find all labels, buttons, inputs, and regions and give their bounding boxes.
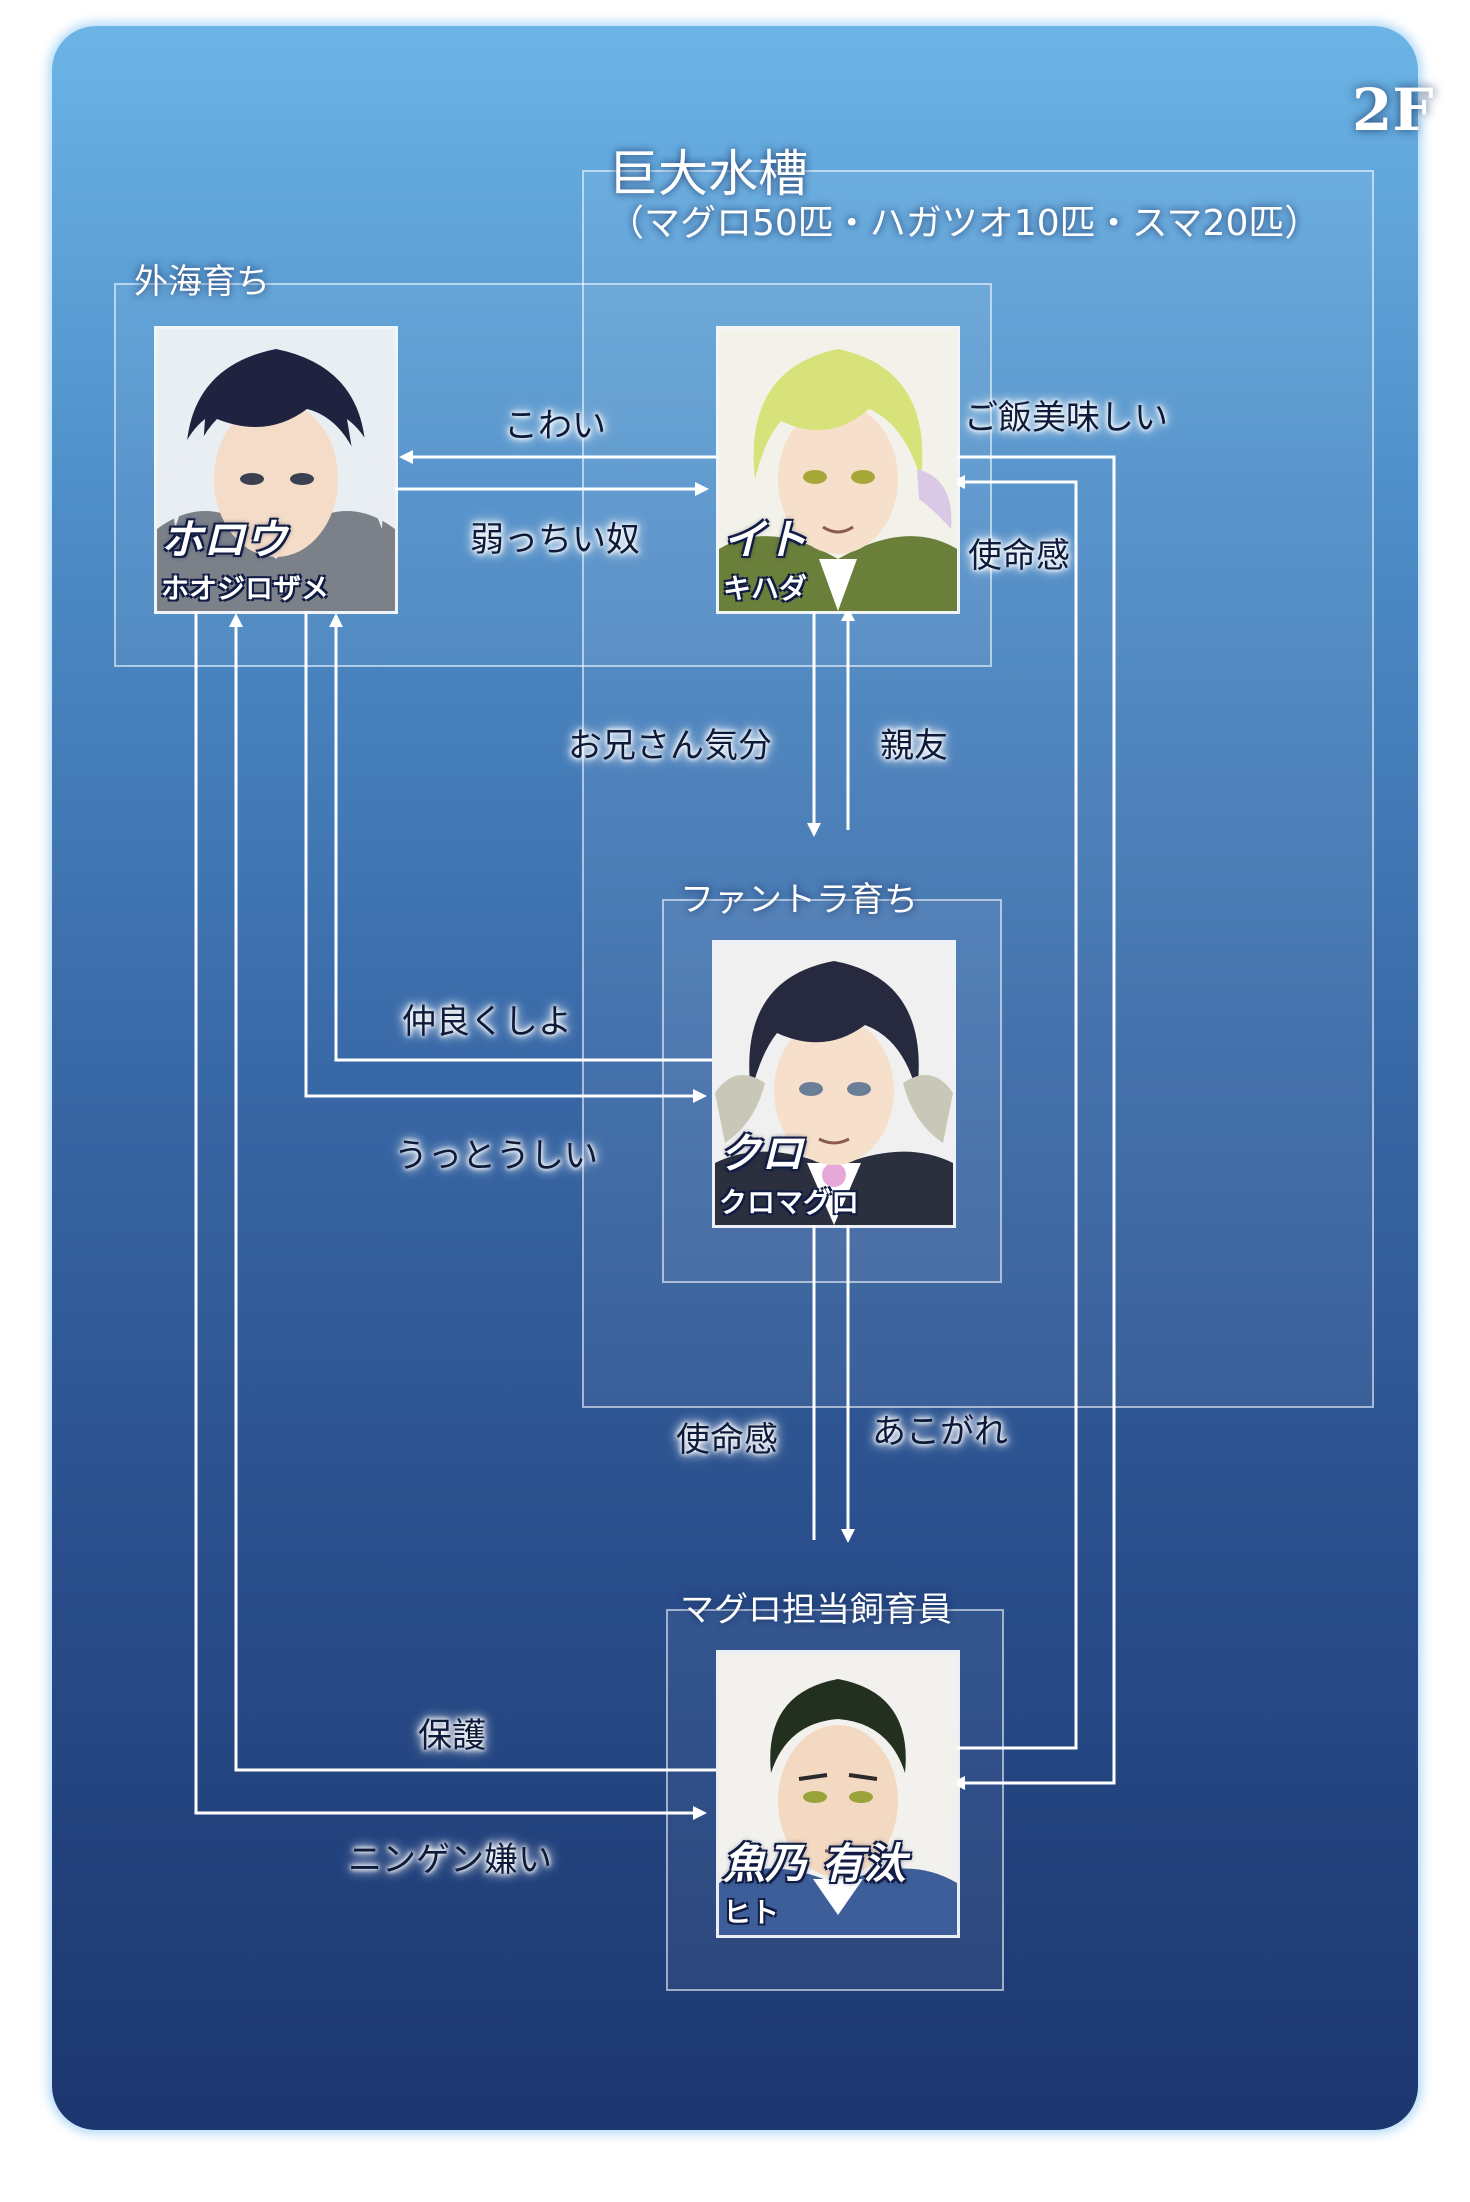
label-kuro-to-ito: 親友 bbox=[880, 726, 948, 766]
arrow-horou-to-uono bbox=[194, 606, 707, 1820]
label-uono-to-horou: 保護 bbox=[418, 1716, 486, 1756]
label-horou-to-kuro: うっとうしい bbox=[394, 1136, 598, 1176]
horou-name: ホロウ bbox=[161, 515, 288, 564]
arrow-uono-to-ito bbox=[951, 475, 1078, 1750]
group-tank-subtitle: （マグロ50匹・ハガツオ10匹・スマ20匹） bbox=[608, 203, 1321, 244]
label-ito-to-horou: こわい bbox=[504, 406, 606, 446]
label-uono-to-kuro: 使命感 bbox=[676, 1420, 778, 1460]
label-horou-to-ito: 弱っちい奴 bbox=[470, 520, 640, 560]
relationship-chart-card: 2F 巨大水槽 （マグロ50匹・ハガツオ10匹・スマ20匹） 外海育ち ファント… bbox=[52, 26, 1434, 2130]
label-kuro-to-horou: 仲良くしよ bbox=[402, 1002, 572, 1042]
portrait-ito: イト キハダ bbox=[716, 326, 960, 614]
uono-illustration bbox=[719, 1653, 957, 1935]
arrow-kuro-to-horou bbox=[329, 613, 712, 1062]
label-uono-to-ito: 使命感 bbox=[968, 536, 1070, 576]
label-ito-to-uono: ご飯美味しい bbox=[964, 398, 1168, 438]
ito-name: イト bbox=[723, 515, 808, 564]
relationship-arrows bbox=[194, 450, 1116, 1820]
group-tank-title: 巨大水槽 bbox=[608, 145, 808, 203]
arrow-uono-to-horou bbox=[229, 613, 716, 1772]
uono-species: ヒト bbox=[723, 1896, 780, 1929]
horou-species: ホオジロザメ bbox=[161, 572, 330, 605]
horou-illustration bbox=[157, 329, 395, 611]
arrow-ito-to-uono bbox=[951, 455, 1116, 1790]
portrait-kuro: クロ クロマグロ bbox=[712, 940, 956, 1228]
floor-label: 2F bbox=[1352, 76, 1434, 144]
portrait-uono: 魚乃 有汰 ヒト bbox=[716, 1650, 960, 1938]
uono-name: 魚乃 有汰 bbox=[723, 1839, 906, 1888]
group-fantora-title: ファントラ育ち bbox=[680, 880, 918, 920]
portrait-horou: ホロウ ホオジロザメ bbox=[154, 326, 398, 614]
label-horou-to-uono: ニンゲン嫌い bbox=[348, 1840, 552, 1880]
group-outer-sea-title: 外海育ち bbox=[134, 262, 270, 302]
kuro-name: クロ bbox=[719, 1129, 804, 1178]
kuro-illustration bbox=[715, 943, 953, 1225]
group-keeper-title: マグロ担当飼育員 bbox=[680, 1590, 952, 1630]
arrow-horou-to-kuro bbox=[304, 606, 707, 1103]
label-kuro-to-uono: あこがれ bbox=[872, 1412, 1008, 1452]
ito-species: キハダ bbox=[723, 572, 808, 605]
label-ito-to-kuro: お兄さん気分 bbox=[568, 726, 772, 766]
kuro-species: クロマグロ bbox=[719, 1186, 860, 1219]
ito-illustration bbox=[719, 329, 957, 611]
